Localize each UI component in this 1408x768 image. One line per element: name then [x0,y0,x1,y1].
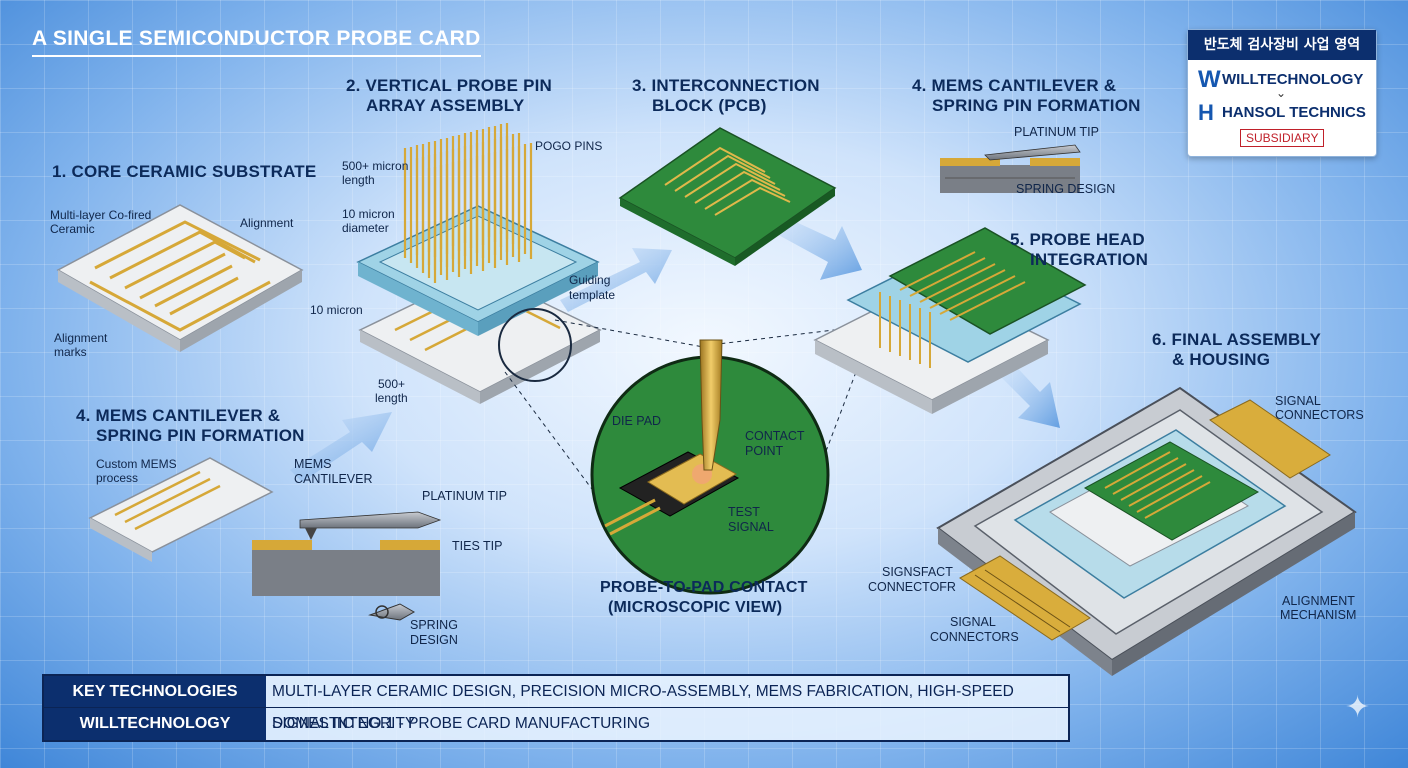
footer-key-technologies: KEY TECHNOLOGIES [44,676,266,708]
ceramic-substrate [56,204,304,352]
label-pogo-pins: POGO PINS [535,139,603,153]
subsidiary-badge: SUBSIDIARY [1240,129,1325,147]
step3-title-line1: 3. INTERCONNECTION [632,76,820,95]
step4-right-title-line1: 4. MEMS CANTILEVER & [912,76,1117,95]
label-ties-tip: TIES TIP [452,539,503,553]
hansol-logo-icon: H [1198,100,1214,125]
zoom-ring-left [498,308,572,382]
label-test-signal-2: SIGNAL [728,520,774,534]
label-dia-10-1: 10 micron [342,207,395,221]
sparkle-icon: ✦ [1345,691,1371,724]
label-signal-connectors-bottom-2: CONNECTORS [930,630,1019,644]
final-assembly-housing [936,386,1357,676]
step6-title-line1: 6. FINAL ASSEMBLY [1152,330,1322,349]
step4-left-title-line2: SPRING PIN FORMATION [96,426,305,445]
label-multilayer-2: Ceramic [50,222,95,236]
arrow-5-to-6 [998,360,1060,428]
mems-substrate-left [88,457,274,562]
step5-title-line1: 5. PROBE HEAD [1010,230,1145,249]
label-alignment-marks-1: Alignment [54,331,108,345]
label-signsfact-2: CONNECTOFR [868,580,956,594]
step2-title-line1: 2. VERTICAL PROBE PIN [346,76,553,95]
label-contact-point-2: POINT [745,444,784,458]
label-alignment-mechanism-1: ALIGNMENT [1282,594,1355,608]
label-mems-cantilever-2: CANTILEVER [294,472,373,486]
label-len-500-1: 500+ micron [342,159,409,173]
label-guiding-2: template [569,288,616,302]
step1-title: 1. CORE CERAMIC SUBSTRATE [52,162,317,181]
logo-header: 반도체 검사장비 사업 영역 [1188,30,1376,60]
label-spring-design-2: DESIGN [410,633,458,647]
label-custom-mems-2: process [96,471,139,485]
step3-title-line2: BLOCK (PCB) [652,96,767,115]
label-500-2: length [375,391,408,405]
label-spring-design-1: SPRING [410,618,458,632]
step4-left-title-line1: 4. MEMS CANTILEVER & [76,406,281,425]
step4-right-title-line2: SPRING PIN FORMATION [932,96,1141,115]
mems-cross-section-right [940,144,1081,193]
microscopic-view [590,339,830,595]
logo-company2: HANSOL TECHNICS [1222,104,1366,121]
step6-title-line2: & HOUSING [1172,350,1271,369]
interconnection-pcb [618,127,837,266]
key-technologies-table: KEY TECHNOLOGIES MULTI-LAYER CERAMIC DES… [42,674,1070,742]
probe-head [813,227,1087,414]
chevron-down-icon: ⌄ [1276,86,1287,100]
footer-willtechnology-value: DOMESTIC NO.1 - PROBE CARD MANUFACTURING [272,715,651,732]
microscopic-title-1: PROBE-TO-PAD CONTACT [600,579,808,596]
label-guiding-1: Guiding [569,273,611,287]
label-500-1: 500+ [378,377,406,391]
label-len-500-2: length [342,173,375,187]
footer-key-technologies-value: MULTI-LAYER CERAMIC DESIGN, PRECISION MI… [272,683,1014,732]
label-signal-connectors-top-1: SIGNAL [1275,394,1321,408]
label-signal-connectors-bottom-1: SIGNAL [950,615,996,629]
label-contact-point-1: CONTACT [745,429,805,443]
label-alignment-mechanism-2: MECHANISM [1280,608,1357,622]
label-platinum-tip-right: PLATINUM TIP [1014,125,1099,139]
label-die-pad: DIE PAD [612,414,662,428]
label-signsfact-1: SIGNSFACT [882,565,953,579]
label-test-signal-1: TEST [728,505,760,519]
page-title: A SINGLE SEMICONDUCTOR PROBE CARD [32,27,481,57]
step2-title-line2: ARRAY ASSEMBLY [366,96,525,115]
step5-title-line2: INTEGRATION [1030,250,1149,269]
label-custom-mems-1: Custom MEMS [96,457,177,471]
label-multilayer-1: Multi-layer Co-fired [50,208,152,222]
label-platinum-tip-left: PLATINUM TIP [422,489,507,503]
label-spring-design-right: SPRING DESIGN [1016,182,1116,196]
footer-willtechnology: WILLTECHNOLOGY [44,708,266,740]
logo-company1: WILLTECHNOLOGY [1222,71,1364,88]
label-alignment: Alignment [240,216,294,230]
microscopic-title-2: (MICROSCOPIC VIEW) [608,599,783,616]
arrow-4-to-2 [290,412,392,482]
footer-divider [44,707,1068,708]
company-logo-box: 반도체 검사장비 사업 영역 W WILLTECHNOLOGY ⌄ H HANS… [1187,29,1377,157]
mems-cross-section-left [252,511,442,621]
willtechnology-logo-icon: W [1198,66,1221,93]
label-mems-cantilever-1: MEMS [294,457,332,471]
label-signal-connectors-top-2: CONNECTORS [1275,408,1364,422]
arrow-2-to-3 [560,248,672,312]
label-dia-10-2: diameter [342,221,389,235]
pogo-pin-set [403,123,533,283]
label-10-micron: 10 micron [310,303,363,317]
label-alignment-marks-2: marks [54,345,87,359]
